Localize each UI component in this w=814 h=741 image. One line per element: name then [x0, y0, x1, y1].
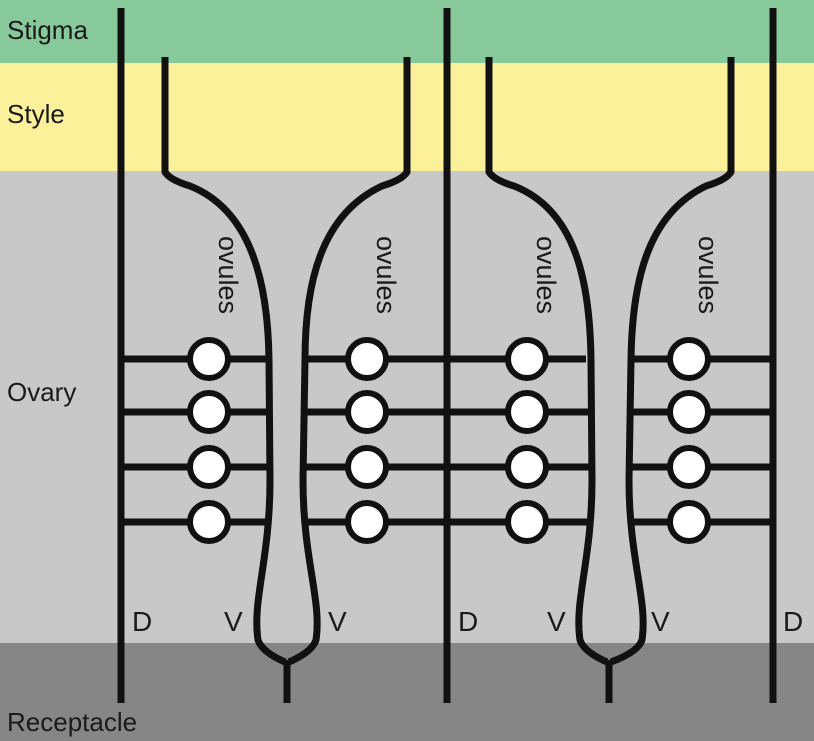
dorsal-marker-middle: D: [458, 606, 478, 637]
ovule: [505, 445, 549, 489]
ovule: [187, 500, 231, 544]
ovules-label-2: ovules: [371, 236, 401, 314]
style-label: Style: [7, 99, 65, 129]
dorsal-marker-left: D: [132, 606, 152, 637]
stigma-label: Stigma: [7, 15, 88, 45]
ovule: [667, 390, 711, 434]
ovule: [667, 337, 711, 381]
ovary-label: Ovary: [7, 377, 76, 407]
ovule: [667, 500, 711, 544]
ovule: [345, 445, 389, 489]
ovule: [187, 390, 231, 434]
stigma-zone: [0, 0, 814, 63]
ventral-bundle-carpel1-right: [287, 57, 411, 666]
ventral-bundle-carpel2-left: [485, 57, 609, 666]
ventral-marker-3: V: [547, 606, 566, 637]
ventral-bundle-carpel2-right: [609, 57, 735, 666]
ovule: [187, 445, 231, 489]
ventral-bundle-carpel1-left: [161, 57, 287, 666]
ovule: [345, 500, 389, 544]
ovules-label-4: ovules: [693, 236, 723, 314]
ovules-group: [187, 337, 711, 544]
ventral-marker-2: V: [328, 606, 347, 637]
receptacle-zone: [0, 643, 814, 741]
ovule: [345, 390, 389, 434]
ovule: [345, 337, 389, 381]
ovule: [505, 500, 549, 544]
ovules-label-1: ovules: [213, 236, 243, 314]
ovule: [187, 337, 231, 381]
ovule: [667, 445, 711, 489]
ovule: [505, 337, 549, 381]
receptacle-label: Receptacle: [7, 707, 137, 737]
ovules-label-3: ovules: [531, 236, 561, 314]
ventral-marker-1: V: [224, 606, 243, 637]
ventral-marker-4: V: [651, 606, 670, 637]
dorsal-marker-right: D: [783, 606, 803, 637]
ovule: [505, 390, 549, 434]
